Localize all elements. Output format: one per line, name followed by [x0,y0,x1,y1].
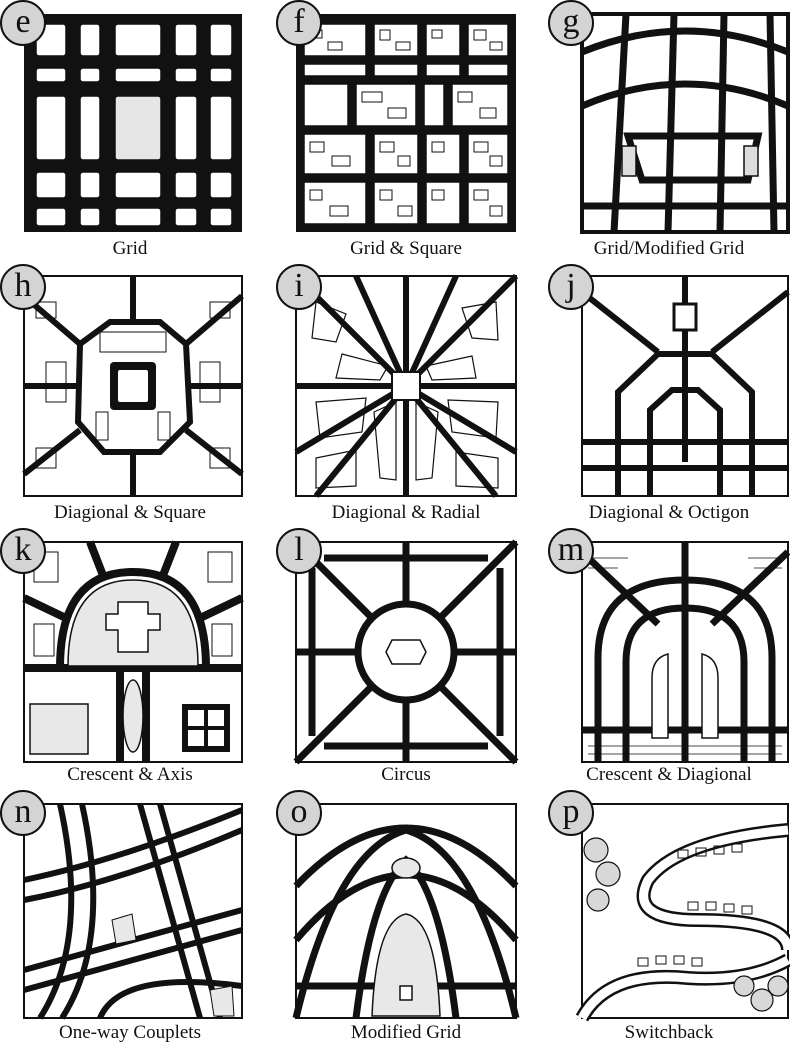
panel-caption: One-way Couplets [0,1022,260,1044]
panel-modified-grid: o Modified Grid [276,790,536,1047]
panel-caption: Grid & Square [276,238,536,260]
panel-letter-badge: o [276,790,322,836]
panel-letter-badge: m [548,528,594,574]
panel-caption: Switchback [548,1022,790,1044]
panel-diagonal-and-square: h Diagional & Square [0,262,260,528]
panel-caption: Modified Grid [276,1022,536,1044]
panel-letter-badge: e [0,0,46,46]
panel-switchback: p Switchback [548,790,790,1047]
panel-caption: Diagional & Octigon [548,502,790,524]
panel-crescent-and-axis: k Crescent & Axis [0,528,260,790]
panel-grid-modified-grid: g Grid/Modified Grid [548,0,790,262]
panel-grid: e Grid [0,0,260,262]
panel-diagonal-and-radial: i Diagional & Radial [276,262,536,528]
panel-letter-badge: p [548,790,594,836]
panel-letter-badge: l [276,528,322,574]
panel-letter-badge: h [0,264,46,310]
panel-caption: Diagional & Square [0,502,260,524]
panel-caption: Crescent & Diagional [548,764,790,786]
panel-caption: Circus [276,764,536,786]
panel-crescent-and-diagonal: m Crescent & Diagional [548,528,790,790]
panel-letter-badge: j [548,264,594,310]
panel-letter-badge: i [276,264,322,310]
panel-caption: Diagional & Radial [276,502,536,524]
panel-caption: Crescent & Axis [0,764,260,786]
panel-circus: l Circus [276,528,536,790]
panel-grid-and-square: f Grid & Square [276,0,536,262]
panel-letter-badge: k [0,528,46,574]
panel-diagonal-and-octigon: j Diagional & Octigon [548,262,790,528]
panel-caption: Grid [0,238,260,260]
panel-caption: Grid/Modified Grid [548,238,790,260]
panel-letter-badge: f [276,0,322,46]
panel-letter-badge: n [0,790,46,836]
panel-one-way-couplets: n One-way Couplets [0,790,260,1047]
panel-letter-badge: g [548,0,594,46]
